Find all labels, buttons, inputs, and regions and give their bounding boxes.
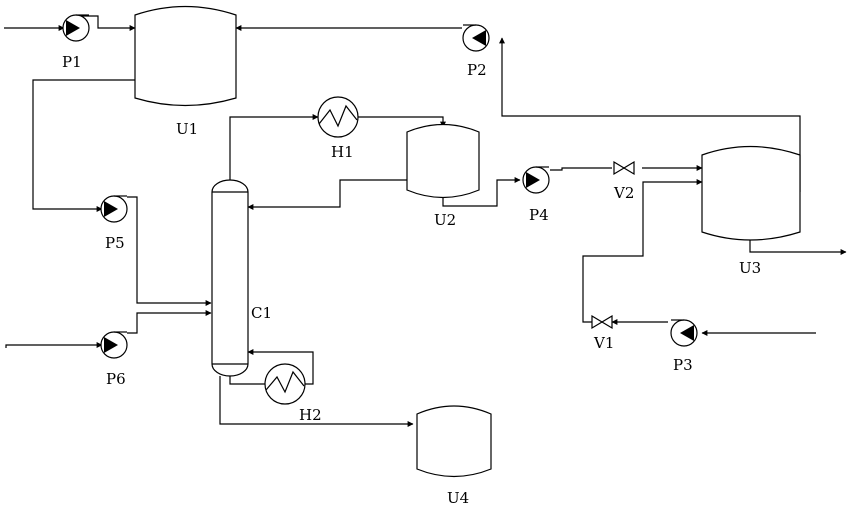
pump-p3-icon <box>671 320 697 346</box>
label-p6: P6 <box>106 370 126 388</box>
pump-p1-icon <box>63 15 89 41</box>
label-p5: P5 <box>105 234 125 252</box>
label-p3: P3 <box>673 356 693 374</box>
vessel-u1 <box>135 7 236 106</box>
v1-to-u3-line <box>583 182 702 322</box>
vessel-u3 <box>702 147 800 241</box>
label-u2: U2 <box>434 211 456 229</box>
label-u4: U4 <box>447 489 469 507</box>
label-v2: V2 <box>613 184 634 202</box>
c1-to-h1-line <box>230 117 318 180</box>
column-c1 <box>212 180 248 376</box>
heat-exchanger-h1-icon <box>318 97 358 137</box>
p5-to-c1-line <box>127 197 211 303</box>
pump-p4-icon <box>523 167 549 193</box>
vessel-u4 <box>417 406 491 477</box>
label-c1: C1 <box>251 304 272 322</box>
label-h1: H1 <box>331 143 354 161</box>
vessel-u2 <box>407 125 479 198</box>
label-p1: P1 <box>62 53 82 71</box>
u2-reflux-line <box>248 180 407 207</box>
label-h2: H2 <box>299 406 322 424</box>
u3-outlet-line <box>750 240 846 252</box>
valve-v2-icon <box>614 162 634 174</box>
pump-p2-icon <box>463 25 489 51</box>
label-p2: P2 <box>467 61 487 79</box>
heat-exchanger-h2-icon <box>265 364 305 404</box>
valve-v1-icon <box>592 316 612 328</box>
label-u1: U1 <box>176 120 198 138</box>
label-v1: V1 <box>593 334 614 352</box>
pump-p5-icon <box>101 196 127 222</box>
feed-line-p6 <box>6 345 102 348</box>
label-u3: U3 <box>739 259 761 277</box>
pump-p6-icon <box>101 332 127 358</box>
u1-to-p5-line <box>33 80 135 209</box>
label-p4: P4 <box>529 206 549 224</box>
p4-to-v2-line <box>550 168 612 170</box>
c1-to-h2-line <box>230 376 265 384</box>
p6-to-c1-line <box>127 313 211 333</box>
